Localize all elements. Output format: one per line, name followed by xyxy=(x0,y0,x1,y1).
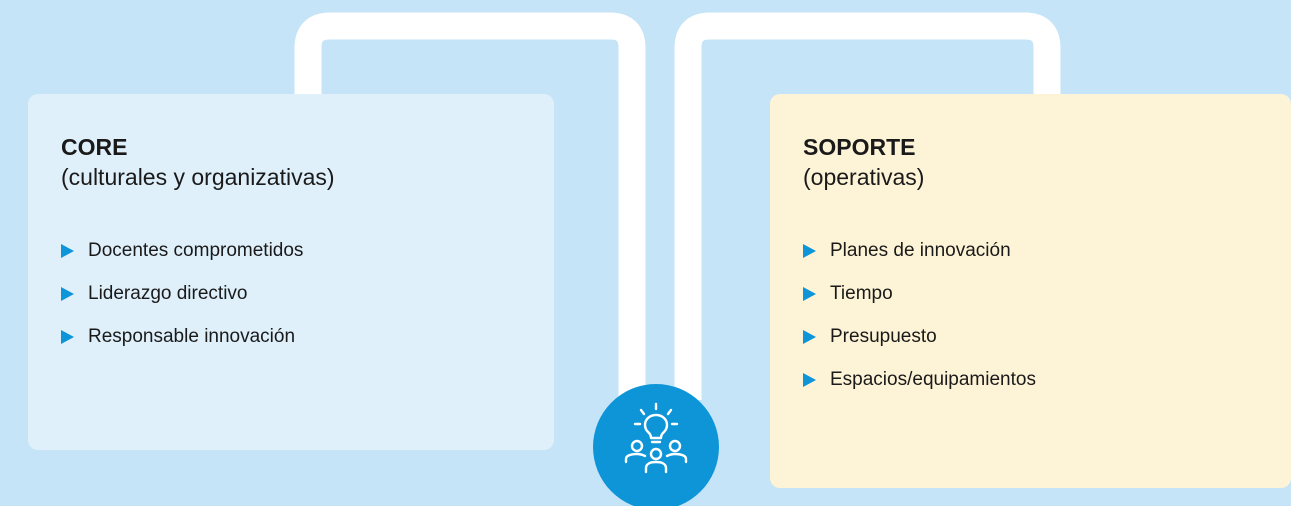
right-connector-line xyxy=(674,12,1061,400)
list-item: Presupuesto xyxy=(803,326,1036,369)
soporte-card: SOPORTE (operativas) Planes de innovació… xyxy=(770,94,1291,488)
triangle-bullet-icon xyxy=(803,330,816,344)
list-item: Espacios/equipamientos xyxy=(803,369,1036,412)
list-item-label: Responsable innovación xyxy=(88,326,296,347)
core-list: Docentes comprometidos Liderazgo directi… xyxy=(61,240,303,369)
list-item-label: Presupuesto xyxy=(830,326,937,347)
list-item-label: Tiempo xyxy=(830,283,893,304)
team-idea-icon xyxy=(624,402,688,474)
triangle-bullet-icon xyxy=(61,330,74,344)
soporte-title: SOPORTE xyxy=(803,134,916,160)
list-item-label: Liderazgo directivo xyxy=(88,283,248,304)
list-item-label: Espacios/equipamientos xyxy=(830,369,1036,390)
core-subtitle: (culturales y organizativas) xyxy=(61,164,335,190)
triangle-bullet-icon xyxy=(61,244,74,258)
left-connector-line xyxy=(294,12,646,400)
list-item-label: Docentes comprometidos xyxy=(88,240,304,261)
list-item: Responsable innovación xyxy=(61,326,303,369)
list-item-label: Planes de innovación xyxy=(830,240,1011,261)
core-title: CORE xyxy=(61,134,128,160)
triangle-bullet-icon xyxy=(803,287,816,301)
list-item: Docentes comprometidos xyxy=(61,240,303,283)
list-item: Liderazgo directivo xyxy=(61,283,303,326)
soporte-subtitle: (operativas) xyxy=(803,164,925,190)
center-icon-badge xyxy=(593,384,719,506)
soporte-list: Planes de innovación Tiempo Presupuesto … xyxy=(803,240,1036,412)
list-item: Planes de innovación xyxy=(803,240,1036,283)
triangle-bullet-icon xyxy=(803,244,816,258)
list-item: Tiempo xyxy=(803,283,1036,326)
triangle-bullet-icon xyxy=(61,287,74,301)
triangle-bullet-icon xyxy=(803,373,816,387)
core-card: CORE (culturales y organizativas) Docent… xyxy=(28,94,554,450)
